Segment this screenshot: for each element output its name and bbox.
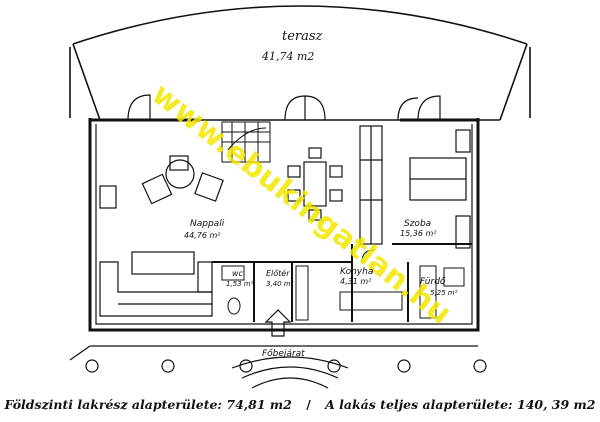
bedroom-label: Szoba (404, 219, 431, 229)
separator: / (306, 397, 311, 412)
bath-area: 5,25 m² (430, 289, 458, 297)
dining-set (287, 147, 343, 221)
wc-label: wc (232, 269, 244, 278)
bath-label: Fürdő (420, 277, 446, 287)
terrace-outline (69, 5, 531, 121)
watermark-text: www.ebukingatlan.hu (145, 77, 458, 332)
bedroom-furniture (392, 129, 472, 249)
terrace-label: terasz (282, 29, 323, 44)
living-label: Nappali (190, 219, 225, 229)
columns (85, 359, 487, 373)
service-rooms (221, 249, 465, 321)
bedroom-area: 15,36 m² (400, 229, 437, 238)
terrace-doors (127, 94, 441, 121)
living-furniture (99, 155, 224, 317)
kitchen-area: 4,31 m² (340, 277, 372, 286)
hall-area: 3,40 m² (266, 280, 294, 288)
kitchen-label: Konyha (340, 267, 373, 277)
entrance-label: Főbejárat (262, 349, 305, 359)
area-summary: Földszinti lakrész alapterülete: 74,81 m… (0, 397, 600, 419)
living-area: 44,76 m² (184, 231, 221, 240)
hall-label: Előtér (266, 268, 290, 278)
wardrobe (359, 125, 383, 245)
entrance-steps (69, 309, 478, 389)
total-area: A lakás teljes alapterülete: 140, 39 m2 (325, 397, 596, 412)
terrace-area: 41,74 m2 (261, 50, 314, 63)
ground-floor-area: Földszinti lakrész alapterülete: 74,81 m… (4, 397, 292, 412)
wc-area: 1,53 m² (226, 280, 254, 288)
staircase (221, 121, 271, 163)
inner-walls (212, 244, 409, 322)
